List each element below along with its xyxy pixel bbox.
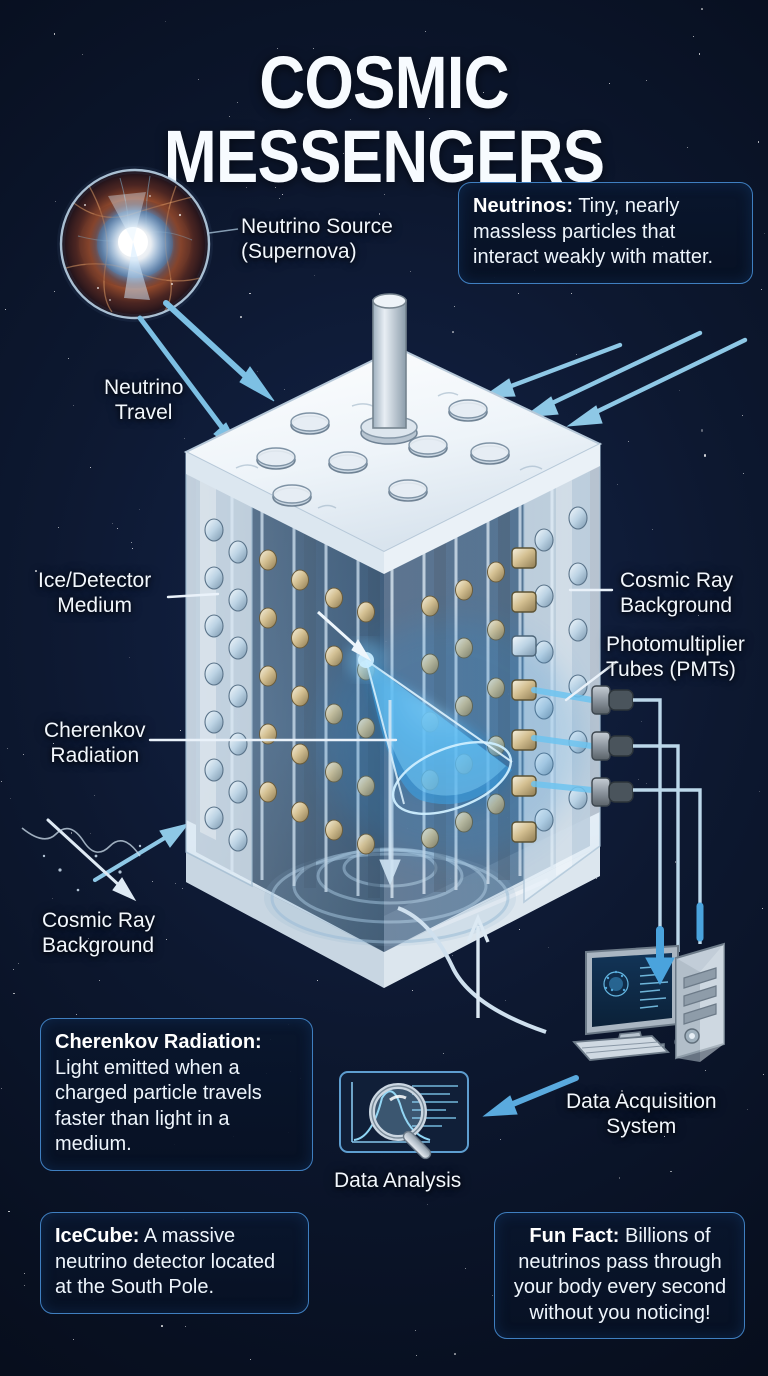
label-cosmic-ray-left: Cosmic Ray Background [42, 909, 156, 957]
borehole-caps [256, 399, 510, 507]
callout-icecube: IceCube: A massive neutrino detector loc… [40, 1212, 309, 1314]
callout-neutrinos: Neutrinos: Tiny, nearly massless particl… [458, 182, 753, 284]
icecube-detector-icon [183, 293, 702, 988]
callout-cherenkov-text: Light emitted when a charged particle tr… [55, 1056, 262, 1156]
callout-funfact-term: Fun Fact: [529, 1225, 620, 1247]
cosmic-ray-arrows-left [21, 818, 190, 902]
callout-funfact: Fun Fact: Billions of neutrinos pass thr… [494, 1212, 745, 1339]
callout-neutrinos-term: Neutrinos: [473, 195, 573, 217]
page-title: COSMIC MESSENGERS [163, 41, 605, 198]
sensor-beads-left [204, 518, 248, 852]
callout-icecube-term: IceCube: [55, 1225, 140, 1247]
label-cosmic-ray-right: Cosmic Ray Background [620, 569, 734, 617]
analysis-arrow [482, 1075, 579, 1117]
label-neutrino-travel: Neutrino Travel [104, 376, 184, 424]
label-data-analysis: Data Analysis [334, 1169, 462, 1192]
pmt-tube-icon [511, 547, 702, 960]
daq-input-arrows [645, 902, 704, 986]
central-mast [360, 293, 418, 445]
callout-neutrinos-text: Tiny, nearly massless particles that int… [473, 195, 714, 268]
callout-cherenkov: Cherenkov Radiation: Light emitted when … [40, 1018, 313, 1171]
neutrino-track-arrow [316, 610, 372, 662]
label-ice-medium: Ice/Detector Medium [38, 569, 152, 617]
supernova-leader [208, 228, 239, 234]
daq-up-arrow [466, 913, 490, 1018]
daq-cable [397, 906, 547, 1034]
label-pmt: Photomultiplier Tubes (PMTs) [606, 633, 745, 681]
cherenkov-cone-icon [322, 620, 582, 860]
label-neutrino-source: Neutrino Source (Supernova) [241, 215, 393, 263]
supernova-icon [57, 166, 213, 322]
label-data-acquisition: Data Acquisition System [566, 1090, 717, 1138]
track-down-arrow [379, 700, 401, 886]
label-leader-lines [148, 588, 618, 742]
label-cherenkov-radiation: Cherenkov Radiation [44, 719, 146, 767]
magnifier-chart-icon [339, 1071, 469, 1160]
callout-icecube-text: A massive neutrino detector located at t… [55, 1225, 276, 1298]
callout-funfact-text: Billions of neutrinos pass through your … [513, 1225, 727, 1324]
callout-cherenkov-term: Cherenkov Radiation: [55, 1031, 262, 1053]
